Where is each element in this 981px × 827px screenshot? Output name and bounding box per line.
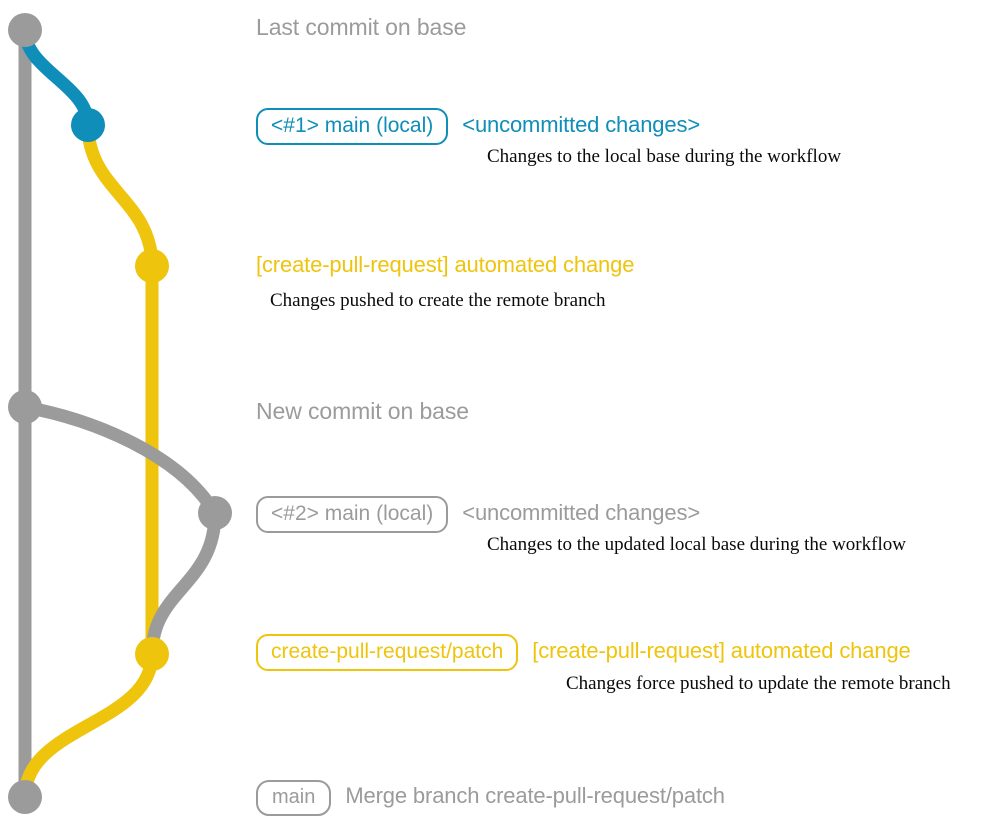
ref-label-local-main-2[interactable]: <#2> main (local) — [256, 496, 449, 534]
commit-note-local-main-1: Changes to the local base during the wor… — [487, 146, 842, 167]
commit-subject-automated-change-2: [create-pull-request] automated change — [532, 638, 911, 663]
commit-note-local-main-2: Changes to the updated local base during… — [487, 534, 906, 555]
commit-note-automated-change-1: Changes pushed to create the remote bran… — [270, 290, 606, 311]
entry-merge-commit: main Merge branch create-pull-request/pa… — [256, 780, 725, 816]
commit-subject-automated-change-1: [create-pull-request] automated change — [256, 252, 635, 277]
ref-label-create-pull-request-patch[interactable]: create-pull-request/patch — [256, 634, 519, 672]
heading-last-commit-on-base: Last commit on base — [256, 14, 467, 40]
entry-last-commit-on-base: Last commit on base — [256, 14, 466, 41]
entry-local-main-2: <#2> main (local) <uncommitted changes> — [256, 496, 701, 534]
commit-subject-local-main-1: <uncommitted changes> — [462, 112, 701, 137]
node-local-uncommitted-2[interactable] — [198, 496, 232, 530]
node-automated-change-1[interactable] — [135, 249, 169, 283]
ref-label-main[interactable]: main — [256, 780, 332, 816]
commit-note-automated-change-2: Changes force pushed to update the remot… — [566, 673, 951, 694]
heading-new-commit-on-base: New commit on base — [256, 398, 469, 424]
entry-automated-change-2: create-pull-request/patch [create-pull-r… — [256, 634, 911, 672]
commit-subject-merge: Merge branch create-pull-request/patch — [345, 783, 725, 808]
node-automated-change-2[interactable] — [135, 637, 169, 671]
edge-local-main-1-to-automated-1 — [81, 118, 159, 273]
node-merge-commit[interactable] — [8, 780, 42, 814]
ref-label-local-main-1[interactable]: <#1> main (local) — [256, 108, 449, 146]
commit-subject-local-main-2: <uncommitted changes> — [462, 500, 701, 525]
node-base-last-commit[interactable] — [8, 13, 42, 47]
node-base-new-commit[interactable] — [8, 390, 42, 424]
entry-local-main-1: <#1> main (local) <uncommitted changes> — [256, 108, 701, 146]
edge-base-to-local-main-1 — [18, 23, 95, 132]
entry-automated-change-1: [create-pull-request] automated change — [256, 252, 634, 278]
edge-base-to-local-main-2 — [18, 400, 222, 520]
node-local-uncommitted-1[interactable] — [71, 108, 105, 142]
edge-automated-2-to-merge — [18, 647, 159, 804]
edge-local-main-2-to-automated-2 — [145, 506, 222, 661]
entry-new-commit-on-base: New commit on base — [256, 398, 469, 425]
